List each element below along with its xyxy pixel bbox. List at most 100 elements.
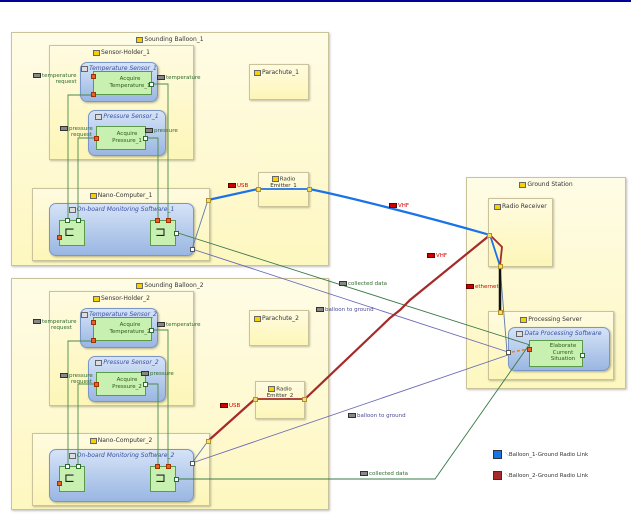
pressure-label-2: pressure bbox=[141, 371, 174, 377]
physical-link-icon bbox=[427, 253, 435, 258]
usb-link-1 bbox=[207, 187, 491, 237]
physical-component-icon bbox=[93, 49, 100, 56]
port-emitter-1-in[interactable] bbox=[256, 187, 261, 192]
port-gather-in-a-2[interactable] bbox=[65, 464, 70, 469]
physical-component-icon bbox=[89, 437, 97, 444]
dispatch-glyph-1: ⊐ bbox=[155, 225, 166, 240]
port-temp-req-1[interactable] bbox=[91, 92, 96, 97]
port-dispatch-in-a-2[interactable] bbox=[155, 464, 160, 469]
parachute-1[interactable]: Parachute_1 bbox=[249, 64, 309, 100]
port-server-in[interactable] bbox=[498, 310, 503, 315]
exchange-icon bbox=[360, 471, 368, 476]
exchange-icon bbox=[348, 413, 356, 418]
port-emitter-1-out[interactable] bbox=[307, 187, 312, 192]
port-dispatch-out-1[interactable] bbox=[174, 231, 179, 236]
pressure-1-line bbox=[146, 137, 159, 220]
port-component-2[interactable] bbox=[190, 461, 195, 466]
port-software-in[interactable] bbox=[506, 350, 511, 355]
balloon-to-ground-label-2: balloon to ground bbox=[348, 413, 406, 419]
port-pressure-out-1[interactable] bbox=[143, 136, 148, 141]
port-elaborate-out[interactable] bbox=[580, 353, 585, 358]
port-dispatch-in-a-1[interactable] bbox=[155, 218, 160, 223]
gather-glyph-1: ⊏ bbox=[64, 225, 75, 240]
delegation-link bbox=[511, 348, 529, 353]
gather-glyph-2: ⊏ bbox=[64, 471, 75, 486]
port-pressure-in-1[interactable] bbox=[94, 136, 99, 141]
exchange-icon bbox=[33, 319, 41, 324]
dispatch-function-1[interactable] bbox=[150, 220, 176, 246]
dispatch-glyph-2: ⊐ bbox=[155, 471, 166, 486]
parachute-2[interactable]: Parachute_2 bbox=[249, 310, 309, 346]
physical-component-icon bbox=[89, 192, 97, 199]
port-receiver-out[interactable] bbox=[498, 264, 503, 269]
collected-data-label-2: collected data bbox=[360, 471, 408, 477]
legend-swatch-2 bbox=[493, 471, 502, 480]
port-temp-in-2[interactable] bbox=[91, 320, 96, 325]
behaviour-component-icon bbox=[95, 359, 103, 366]
port-gather-left-1[interactable] bbox=[57, 235, 62, 240]
port-dispatch-in-b-2[interactable] bbox=[166, 464, 171, 469]
balloon-to-ground-1-line bbox=[191, 248, 509, 353]
physical-component-icon bbox=[254, 69, 261, 76]
port-component-1[interactable] bbox=[190, 247, 195, 252]
port-nano-1[interactable] bbox=[206, 198, 211, 203]
temp-request-2-line bbox=[67, 340, 93, 466]
dispatch-function-2[interactable] bbox=[150, 466, 176, 492]
port-temp-in-1[interactable] bbox=[91, 74, 96, 79]
port-gather-in-b-2[interactable] bbox=[76, 464, 81, 469]
behaviour-component-icon bbox=[68, 206, 76, 213]
temperature-label-2: temperature bbox=[157, 322, 201, 328]
physical-component-icon bbox=[519, 181, 527, 188]
port-dispatch-in-b-1[interactable] bbox=[166, 218, 171, 223]
physical-component-icon bbox=[136, 36, 144, 43]
physical-component-icon bbox=[254, 315, 261, 322]
port-gather-in-b-1[interactable] bbox=[76, 218, 81, 223]
temperature-1-line bbox=[151, 83, 169, 220]
radio-receiver[interactable]: Radio Receiver bbox=[488, 198, 553, 267]
physical-component-icon bbox=[520, 316, 528, 323]
temperature-label-1: temperature bbox=[157, 75, 201, 81]
pressure-request-1-line bbox=[77, 137, 96, 220]
physical-link-icon bbox=[466, 284, 474, 289]
port-temp-out-1[interactable] bbox=[149, 82, 154, 87]
behaviour-component-icon bbox=[95, 113, 103, 120]
port-pressure-out-2[interactable] bbox=[143, 382, 148, 387]
port-emitter-2-out[interactable] bbox=[302, 397, 307, 402]
port-temp-out-2[interactable] bbox=[149, 328, 154, 333]
port-receiver-in[interactable] bbox=[487, 233, 492, 238]
balloon-to-ground-label-1: balloon to ground bbox=[316, 307, 374, 313]
port-dispatch-out-2[interactable] bbox=[174, 477, 179, 482]
port-emitter-2-in[interactable] bbox=[253, 397, 258, 402]
exchange-icon bbox=[145, 128, 153, 133]
pressure-request-2-line bbox=[77, 383, 96, 466]
temp-request-1-line bbox=[67, 94, 93, 220]
vhf-label-2: VHF bbox=[427, 253, 447, 259]
balloon-to-ground-2-line bbox=[191, 354, 509, 464]
port-pressure-in-2[interactable] bbox=[94, 382, 99, 387]
ethernet-label: ethernet bbox=[466, 284, 499, 290]
gather-function-1[interactable] bbox=[59, 220, 85, 246]
window-top-border bbox=[0, 0, 631, 2]
physical-component-icon bbox=[136, 282, 144, 289]
behaviour-component-icon bbox=[81, 65, 89, 72]
exchange-icon bbox=[60, 126, 68, 131]
collected-data-label-1: collected data bbox=[339, 281, 387, 287]
usb-link-2 bbox=[207, 234, 491, 442]
port-elaborate-in[interactable] bbox=[527, 347, 532, 352]
temperature-2-line bbox=[151, 329, 169, 466]
port-temp-req-2[interactable] bbox=[91, 338, 96, 343]
port-gather-in-a-1[interactable] bbox=[65, 218, 70, 223]
port-gather-left-2[interactable] bbox=[57, 481, 62, 486]
exchange-icon bbox=[33, 73, 41, 78]
gather-function-2[interactable] bbox=[59, 466, 85, 492]
vhf-label-1: VHF bbox=[389, 203, 409, 209]
behaviour-component-icon bbox=[516, 330, 524, 337]
port-nano-2[interactable] bbox=[206, 439, 211, 444]
